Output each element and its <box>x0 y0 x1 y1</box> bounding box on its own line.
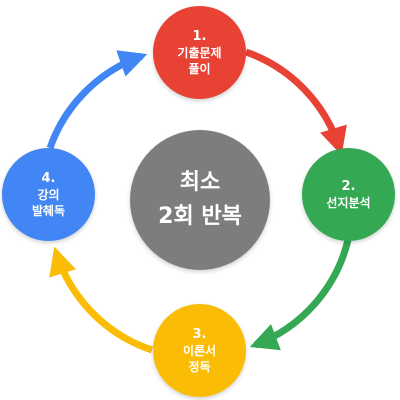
step-node-3: 3. 이론서 정독 <box>153 304 246 397</box>
center-line-1: 최소 <box>179 170 221 195</box>
step-label: 강의 발췌독 <box>31 187 66 218</box>
step-number: 2. <box>341 178 356 194</box>
arrow-step1-to-step2 <box>244 48 347 156</box>
step-number: 3. <box>192 326 207 342</box>
step-label: 이론서 정독 <box>182 343 217 374</box>
step-number: 1. <box>192 28 207 44</box>
arrow-step3-to-step4 <box>49 246 154 354</box>
step-node-1: 1. 기출문제 풀이 <box>153 6 246 99</box>
step-label: 기출문제 풀이 <box>177 45 222 76</box>
arrow-step2-to-step3 <box>249 239 352 351</box>
center-circle: 최소 2회 반복 <box>130 130 270 270</box>
arrow-step4-to-step1 <box>46 50 148 150</box>
step-number: 4. <box>41 170 56 186</box>
step-node-2: 2. 선지분석 <box>302 148 395 241</box>
center-line-2: 2회 반복 <box>158 204 242 229</box>
step-label: 선지분석 <box>326 195 371 210</box>
step-node-4: 4. 강의 발췌독 <box>2 148 95 241</box>
